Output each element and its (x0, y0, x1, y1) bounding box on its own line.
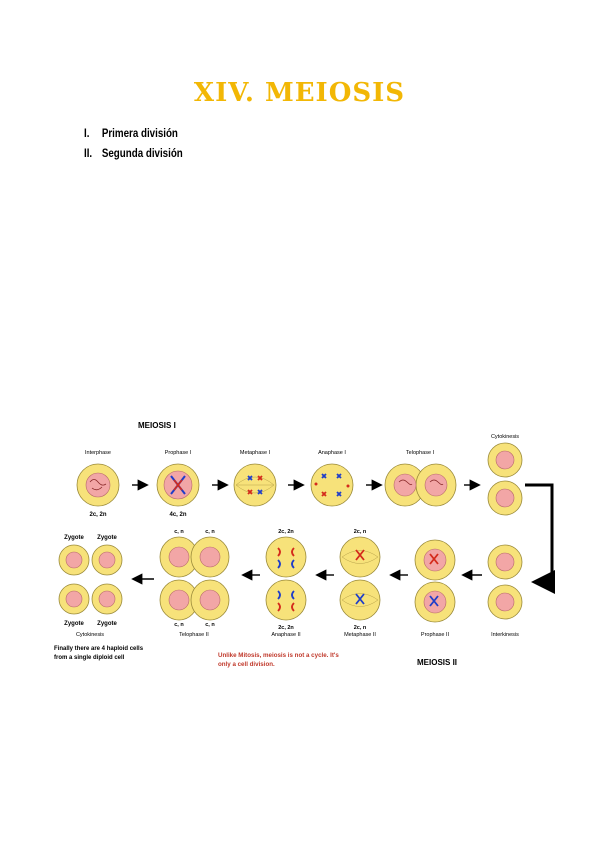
ploidy-metaphase-2-top: 2c, n (354, 529, 367, 535)
caption-unlike-line-1: Unlike Mitosis, meiosis is not a cycle. … (218, 652, 339, 659)
outline-label: Primera división (101, 128, 178, 140)
outline-item-1: I. Primera división (84, 124, 183, 144)
page-title: XIV. MEIOSIS (193, 78, 406, 108)
ploidy-prophase-1: 4c, 2n (169, 512, 186, 518)
ploidy-interphase: 2c, 2n (89, 512, 106, 518)
stage-label-prophase-2: Prophase II (421, 632, 450, 638)
interphase-cell (76, 463, 120, 507)
caption-unlike-line-2: only a cell division. (218, 661, 275, 668)
ploidy-telophase-2-br: c, n (205, 622, 215, 628)
stage-label-interphase: Interphase (85, 450, 111, 456)
stage-label-anaphase-1: Anaphase I (318, 450, 346, 456)
outline-number: II. (84, 148, 93, 160)
telophase-2-cells (159, 536, 230, 621)
stage-label-anaphase-2: Anaphase II (271, 632, 301, 638)
ploidy-metaphase-2-bottom: 2c, n (354, 625, 367, 631)
outline-number: I. (84, 128, 90, 140)
ploidy-anaphase-2-bottom: 2c, 2n (278, 625, 294, 631)
stage-label-prophase-1: Prophase I (165, 450, 192, 456)
zygote-cells (58, 544, 123, 615)
outline-item-2: II. Segunda división (84, 144, 183, 164)
section-outline: I. Primera división II. Segunda división (84, 124, 183, 164)
caption-finally-line-1: Finally there are 4 haploid cells (54, 646, 144, 652)
prophase-1-cell (156, 463, 200, 507)
ploidy-telophase-2-tl: c, n (174, 529, 184, 535)
caption-finally-line-2: from a single diploid cell (54, 655, 125, 661)
zygote-label: Zygote (64, 621, 84, 627)
zygote-label: Zygote (97, 535, 117, 541)
zygote-label: Zygote (64, 535, 84, 541)
meiosis-1-label: MEIOSIS I (138, 421, 176, 430)
outline-label: Segunda división (101, 148, 183, 160)
telophase-1-cell (384, 463, 457, 507)
cytokinesis-cells (487, 442, 523, 516)
stage-label-interkinesis: Interkinesis (491, 632, 519, 638)
metaphase-2-cells (339, 536, 381, 621)
stage-label-metaphase-2: Metaphase II (344, 632, 376, 638)
connector-arrow (525, 483, 555, 594)
stage-label-telophase-2: Telophase II (179, 632, 209, 638)
stage-label-metaphase-1: Metaphase I (240, 450, 271, 456)
zygote-label: Zygote (97, 621, 117, 627)
meiosis-2-label: MEIOSIS II (417, 658, 457, 667)
interkinesis-cells (487, 544, 523, 620)
anaphase-2-cells (265, 536, 307, 621)
ploidy-telophase-2-tr: c, n (205, 529, 215, 535)
metaphase-1-cell (233, 463, 277, 507)
ploidy-telophase-2-bl: c, n (174, 622, 184, 628)
meiosis-diagram: MEIOSIS I MEIOSIS II Interphase Prophase… (54, 421, 555, 668)
prophase-2-cells (414, 539, 456, 623)
stage-label-cytokinesis: Cytokinesis (491, 434, 519, 440)
stage-label-telophase-1: Telophase I (406, 450, 435, 456)
anaphase-1-cell (310, 463, 354, 507)
stage-label-cytokinesis-bottom: Cytokinesis (76, 632, 104, 638)
ploidy-anaphase-2-top: 2c, 2n (278, 529, 294, 535)
